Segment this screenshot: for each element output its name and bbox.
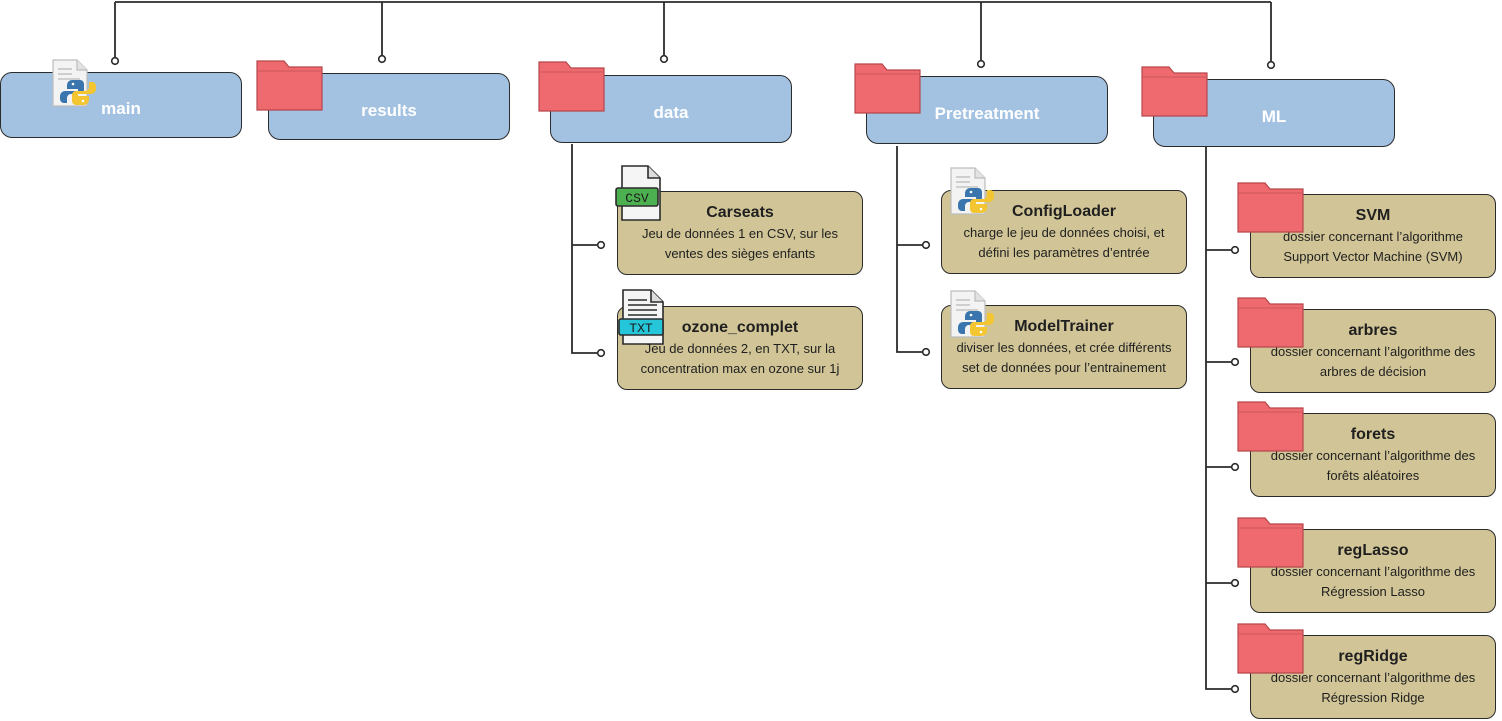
node-main-label: main	[101, 99, 141, 118]
card-desc-line1: dossier concernant l’algorithme	[1283, 229, 1463, 244]
node-pretreatment-label: Pretreatment	[934, 104, 1040, 123]
card-desc-line1: diviser les données, et crée différents	[956, 340, 1172, 355]
card-desc-line2: concentration max en ozone sur 1j	[640, 361, 840, 376]
card-desc-line2: ventes des sièges enfants	[664, 246, 816, 261]
card-desc-line1: dossier concernant l’algorithme des	[1270, 670, 1476, 685]
card-desc-line1: Jeu de données 2, en TXT, sur la	[644, 341, 836, 356]
folder-icon	[1141, 66, 1208, 117]
card-desc-line2: défini les paramètres d’entrée	[978, 245, 1150, 260]
card-desc-line2: Régression Lasso	[1320, 584, 1426, 599]
card-title: arbres	[1348, 322, 1398, 339]
folder-icon	[1237, 297, 1304, 348]
card-desc-line1: charge le jeu de données choisi, et	[963, 225, 1165, 240]
folder-icon	[1237, 623, 1304, 674]
card-desc-line2: Régression Ridge	[1321, 690, 1425, 705]
node-data-label: data	[653, 103, 689, 122]
card-desc-line2: Support Vector Machine (SVM)	[1283, 249, 1463, 264]
card-desc-line2: arbres de décision	[1319, 364, 1427, 379]
python-file-icon	[950, 167, 994, 215]
folder-icon	[1237, 517, 1304, 568]
folder-icon	[538, 61, 605, 112]
folder-icon	[1237, 401, 1304, 452]
card-regridge[interactable]: regRidge dossier concernant l’algorithme…	[1250, 635, 1496, 719]
folder-icon	[1237, 182, 1304, 233]
card-desc-line1: dossier concernant l’algorithme des	[1270, 344, 1476, 359]
node-results-label: results	[361, 100, 417, 120]
txt-badge-text: TXT	[629, 321, 653, 336]
card-desc-line1: Jeu de données 1 en CSV, sur les	[641, 226, 839, 241]
card-title: regRidge	[1338, 648, 1408, 665]
card-title: ModelTrainer	[1014, 318, 1114, 335]
card-title: SVM	[1355, 207, 1391, 224]
csv-file-icon: CSV	[615, 165, 661, 221]
card-title: ConfigLoader	[1012, 203, 1116, 220]
folder-icon	[854, 63, 921, 114]
card-desc-line2: forêts aléatoires	[1326, 468, 1420, 483]
python-file-icon	[52, 59, 96, 107]
card-desc-line2: set de données pour l’entrainement	[962, 360, 1166, 375]
python-file-icon	[950, 290, 994, 338]
card-title: Carseats	[706, 204, 774, 221]
csv-badge-text: CSV	[625, 191, 649, 206]
txt-file-icon: TXT	[618, 289, 664, 345]
folder-icon	[256, 60, 323, 111]
card-title: ozone_complet	[681, 319, 799, 336]
card-desc-line1: dossier concernant l’algorithme des	[1270, 564, 1476, 579]
node-ml-label: ML	[1261, 107, 1287, 126]
node-main[interactable]: main	[0, 72, 242, 138]
card-title: forets	[1350, 426, 1396, 443]
card-title: regLasso	[1337, 542, 1409, 559]
card-desc-line1: dossier concernant l’algorithme des	[1270, 448, 1476, 463]
